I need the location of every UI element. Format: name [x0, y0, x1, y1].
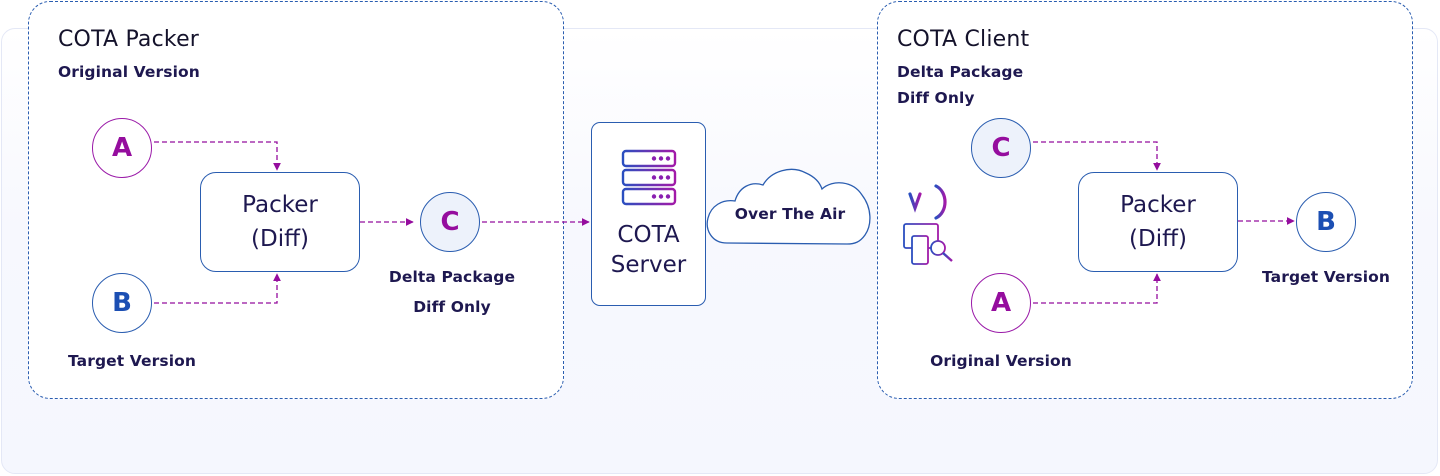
packer-box-line1: Packer: [242, 192, 318, 218]
client-node-b-target: B: [1296, 192, 1356, 252]
node-c-delta: C: [420, 192, 480, 252]
arrow-client-a-to-packer: [1033, 273, 1161, 304]
client-target-label: Target Version: [1261, 268, 1391, 286]
ivi-device-icon: [903, 184, 953, 265]
cota-server-box: COTA Server: [591, 122, 706, 306]
packer-subtitle: Original Version: [58, 63, 200, 81]
cloud-label: Over The Air: [734, 205, 846, 223]
node-b-target: B: [92, 273, 152, 333]
arrow-client-c-to-packer: [1033, 141, 1161, 171]
delta-label-line2: Diff Only: [413, 298, 491, 316]
cloud-icon: [706, 168, 871, 245]
packer-diff-box: Packer (Diff): [200, 172, 360, 272]
node-a-original: A: [92, 118, 152, 178]
client-box-line2: (Diff): [1129, 226, 1187, 252]
client-node-a-original: A: [971, 273, 1031, 333]
server-label-line2: Server: [610, 252, 687, 278]
client-box-line1: Packer: [1120, 192, 1196, 218]
arrow-b-to-packer: [154, 273, 281, 304]
client-original-label: Original Version: [930, 352, 1072, 370]
server-label-line1: COTA: [617, 222, 680, 248]
packer-title: COTA Packer: [58, 27, 200, 52]
client-title: COTA Client: [897, 27, 1030, 52]
delta-label-line1: Delta Package: [388, 268, 516, 286]
server-icon: [621, 149, 677, 206]
client-node-c-delta: C: [971, 118, 1031, 178]
client-subtitle-line2: Diff Only: [897, 89, 975, 107]
packer-target-label: Target Version: [68, 352, 197, 370]
packer-box-line2: (Diff): [251, 226, 309, 252]
arrow-a-to-packer: [154, 141, 281, 171]
client-packer-diff-box: Packer (Diff): [1078, 172, 1238, 272]
client-subtitle-line1: Delta Package: [897, 63, 1024, 81]
